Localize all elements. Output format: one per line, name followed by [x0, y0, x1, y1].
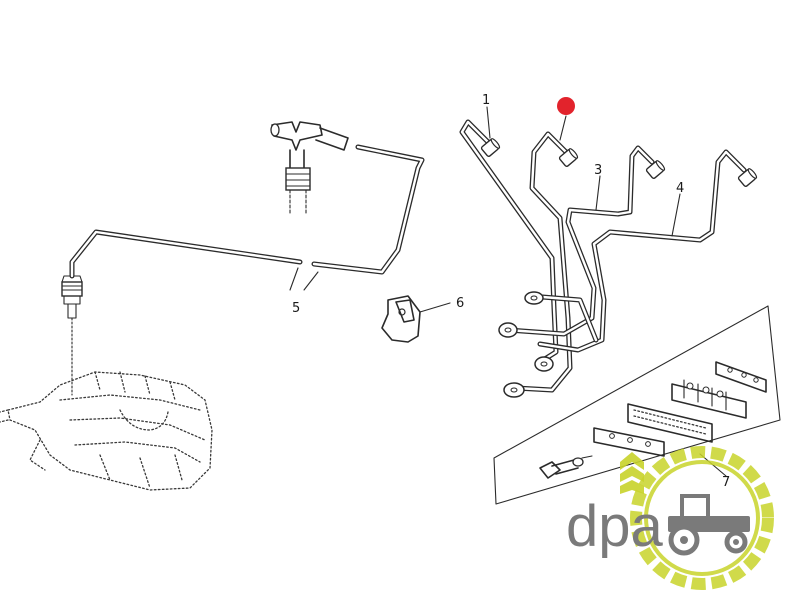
callout-6-label: 6	[456, 296, 464, 311]
clamp-kit-box	[493, 305, 781, 505]
dpa-logo-text: dpa	[566, 494, 664, 559]
callout-4: 4	[671, 181, 684, 237]
callout-3-label: 3	[594, 163, 602, 178]
callout-1-label: 1	[482, 93, 490, 108]
pipe-clip: 6	[381, 295, 464, 343]
injection-pump	[0, 371, 213, 491]
callout-7-label: 7	[722, 475, 730, 490]
tee-fitting	[270, 121, 349, 216]
callout-5: 5	[289, 267, 319, 316]
pump-outlet-fitting	[61, 275, 83, 396]
callout-1: 1	[482, 93, 491, 139]
tractor-gear-icon	[668, 494, 750, 556]
injection-pipes	[459, 119, 747, 393]
callout-4-label: 4	[676, 181, 684, 196]
callout-5-label: 5	[292, 301, 300, 316]
pipe-end-nuts-top	[480, 138, 758, 187]
pipe-end-eyes-bottom	[498, 291, 554, 398]
dpa-logo: dpa	[566, 446, 774, 590]
leak-off-pipe	[69, 144, 425, 279]
clamp-kit-parts	[539, 361, 767, 479]
callout-3: 3	[594, 163, 602, 211]
red-dot-marker	[557, 97, 575, 115]
